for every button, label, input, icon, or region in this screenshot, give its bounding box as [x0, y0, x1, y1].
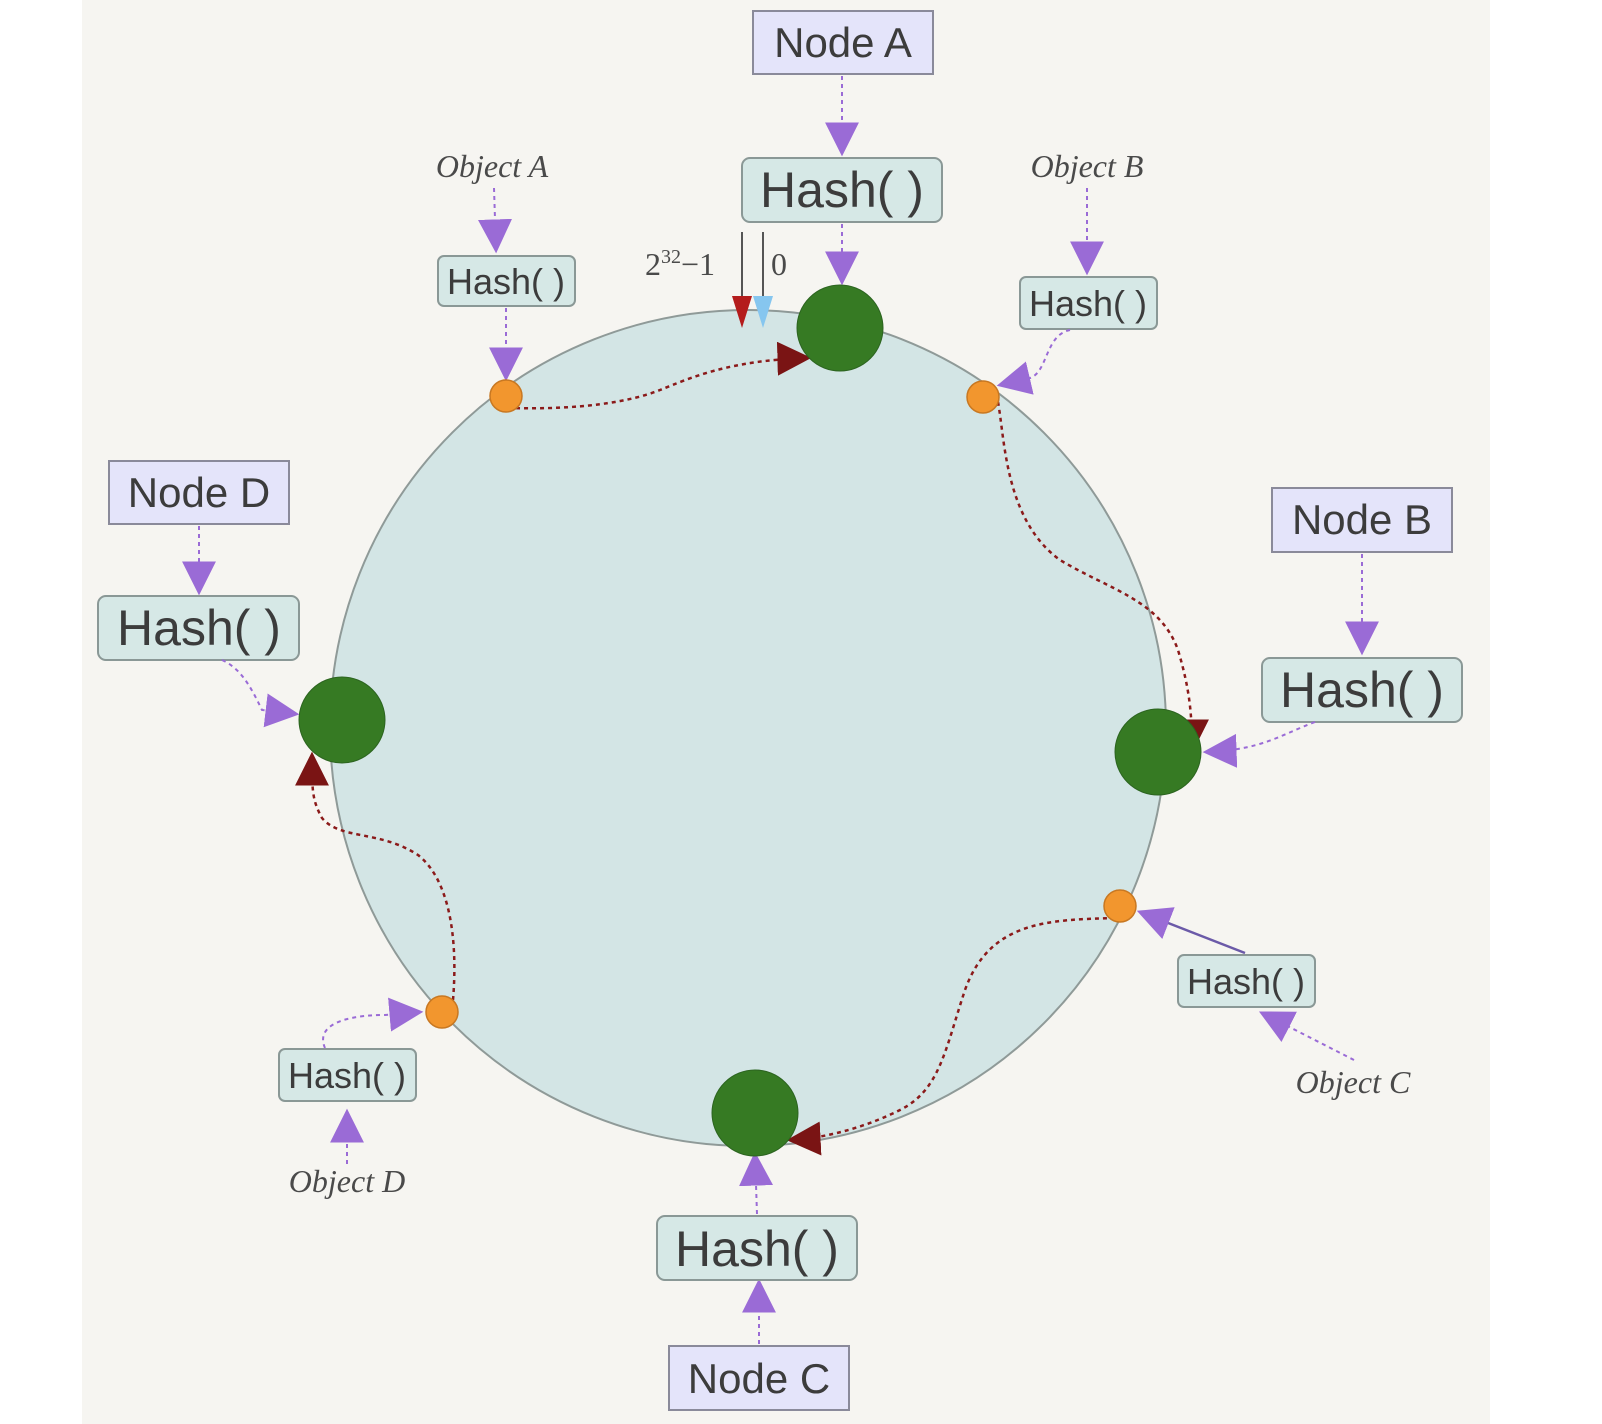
object-b-ring-point: [966, 380, 1000, 414]
node-c-hash-to-ring-arrow: [739, 1151, 774, 1215]
node-d-hash-label: Hash( ): [117, 600, 281, 656]
node-a-label: Node A: [774, 19, 912, 66]
node-c-ring-point: [711, 1069, 799, 1157]
node-c-hash-box: Hash( ): [656, 1215, 858, 1281]
object-c-hash-box: Hash( ): [1177, 954, 1316, 1008]
object-a-hash-box: Hash( ): [437, 255, 576, 307]
object-c-label: Object C: [1296, 1064, 1411, 1100]
node-a-hash-box: Hash( ): [741, 157, 943, 223]
node-c-box: Node C: [668, 1345, 850, 1411]
zero-value-marker: [753, 296, 773, 328]
object-c-to-hash-arrow: [1258, 1011, 1355, 1061]
node-d-label: Node D: [128, 469, 270, 516]
node-b-label: Node B: [1292, 496, 1432, 543]
node-b-box: Node B: [1271, 487, 1453, 553]
object-a-hash-label: Hash( ): [447, 261, 565, 302]
object-b-hash-to-ring-arrow: [996, 329, 1071, 395]
node-b-ring-point: [1114, 708, 1202, 796]
node-d-hash-box: Hash( ): [97, 595, 300, 661]
object-a-to-hash-arrow: [478, 187, 513, 254]
node-a-ring-point: [796, 284, 884, 372]
node-b-hash-to-ring-arrow: [1202, 721, 1316, 768]
ring-max-label: 232−1: [645, 246, 715, 282]
node-c-label: Node C: [688, 1355, 830, 1402]
node-b-hash-box: Hash( ): [1261, 657, 1463, 723]
ring-boundary-marker: [732, 232, 773, 328]
object-d-label: Object D: [289, 1163, 405, 1199]
node-a-hash-label: Hash( ): [760, 162, 924, 218]
object-c-hash-label: Hash( ): [1187, 961, 1305, 1002]
object-d-hash-to-ring-arrow: [322, 997, 424, 1049]
object-c-hash-to-ring-arrow: [1136, 907, 1246, 955]
node-d-hash-to-ring-arrow: [221, 659, 300, 728]
object-d-ring-point: [425, 995, 459, 1029]
object-a-label: Object A: [436, 148, 549, 184]
object-d-assignment-arrow: [295, 751, 456, 1001]
object-b-hash-box: Hash( ): [1019, 276, 1158, 330]
node-a-box: Node A: [752, 10, 934, 75]
object-a-ring-point: [489, 379, 523, 413]
node-b-hash-label: Hash( ): [1280, 662, 1444, 718]
object-a-assignment-arrow: [507, 341, 812, 410]
object-b-label: Object B: [1031, 148, 1144, 184]
ring-zero-label: 0: [771, 246, 787, 282]
object-b-hash-label: Hash( ): [1029, 283, 1147, 324]
object-d-hash-label: Hash( ): [288, 1055, 406, 1096]
object-d-hash-box: Hash( ): [278, 1048, 417, 1102]
node-d-box: Node D: [108, 460, 290, 525]
max-value-marker: [732, 296, 752, 328]
object-c-ring-point: [1103, 889, 1137, 923]
node-c-hash-label: Hash( ): [675, 1221, 839, 1277]
node-d-ring-point: [298, 676, 386, 764]
